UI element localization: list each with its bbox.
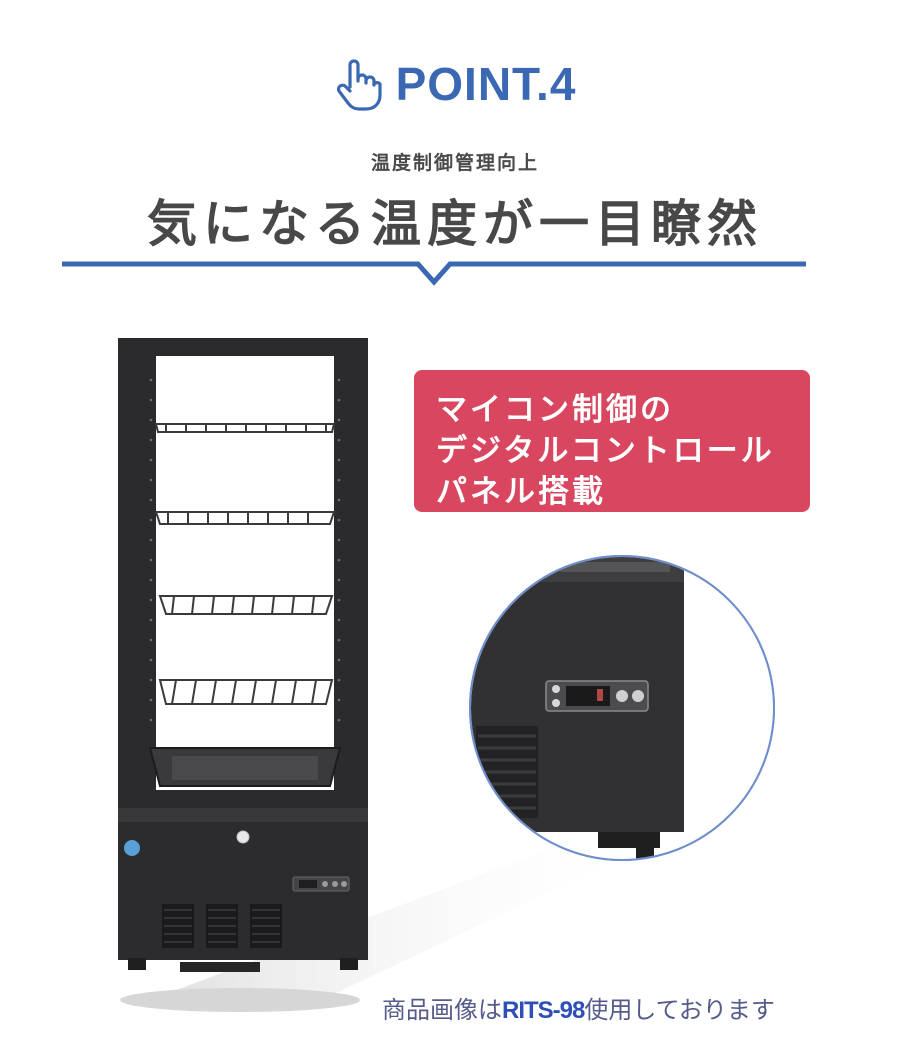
caption-prefix: 商品画像は [382,996,502,1024]
digital-control-panel [292,876,350,892]
point-title: POINT.4 [395,58,577,110]
callout-line: マイコン制御の [436,392,674,428]
caption-suffix: 使用しております [584,996,775,1024]
caption-model: RITS-98 [502,997,585,1024]
feature-callout: マイコン制御の デジタルコントロール パネル搭載 [414,370,810,512]
ventilation-grille [162,904,282,948]
headline: 気になる温度が一目瞭然 [147,195,763,253]
glass-window [154,356,336,790]
subtitle: 温度制御管理向上 [370,152,539,174]
callout-line: パネル搭載 [436,474,606,510]
door-lock [236,830,250,844]
image-caption: 商品画像はRITS-98使用しております [382,990,872,1026]
callout-line: デジタルコントロール [436,433,775,469]
pointing-hand-icon [334,57,382,111]
wire-shelf [158,595,334,615]
logo-badge [124,840,140,856]
product-illustration [118,338,775,1012]
wire-shelf [154,423,336,433]
divider-with-notch [62,261,806,286]
point-header: POINT.4 [0,52,910,116]
zoomed-control-panel [545,680,649,712]
zoom-detail-circle [469,555,775,861]
showcase-refrigerator [118,338,368,972]
wire-shelf [158,679,334,705]
floor-shadow [120,830,660,1012]
wire-shelf [154,511,336,525]
